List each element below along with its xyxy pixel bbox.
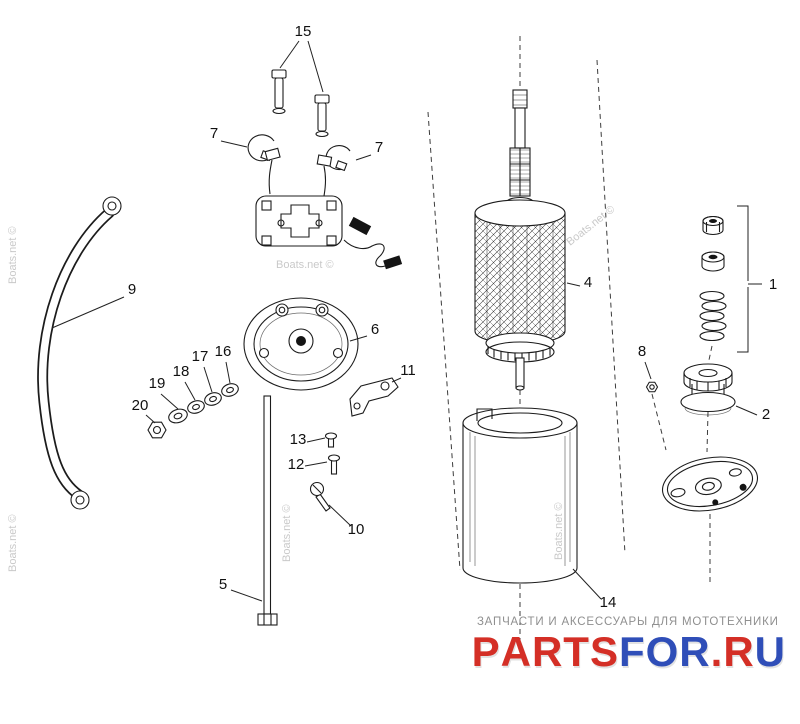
callout-20: 20: [132, 397, 149, 414]
spacer-bushing: [701, 251, 725, 272]
watermark: Boats.net ©: [7, 514, 19, 572]
end-plate: [661, 456, 759, 512]
callout-leader-line: [279, 40, 300, 69]
mount-bolts: [271, 69, 330, 138]
callout-leader-line: [328, 504, 352, 527]
drive-spring: [699, 290, 727, 342]
callout-19: 19: [149, 375, 166, 392]
drive-pinion: [680, 363, 736, 416]
assembly-axis-lines: [427, 36, 713, 650]
callout-leader-line: [203, 366, 213, 393]
callout-leader-line: [566, 282, 581, 287]
callout-8: 8: [638, 343, 646, 360]
logo-letter: F: [618, 628, 646, 675]
brush-holder-assembly: [255, 147, 343, 247]
logo-letter: R: [723, 628, 755, 675]
logo-letter: .: [710, 628, 724, 675]
callout-9: 9: [128, 281, 136, 298]
bracket: [349, 377, 399, 417]
watermark: Boats.net ©: [7, 226, 19, 284]
callout-leader-line: [304, 461, 328, 467]
logo-letter: T: [563, 628, 590, 675]
logo-letter: U: [754, 628, 786, 675]
callout-2: 2: [762, 406, 770, 423]
callout-12: 12: [288, 456, 305, 473]
end-cap: [243, 297, 359, 391]
callout-leader-line: [230, 589, 263, 602]
callout-1: 1: [769, 276, 777, 293]
callout-leader-line: [307, 40, 324, 93]
locknut: [702, 215, 724, 236]
callout-17: 17: [192, 348, 209, 365]
washer-stack: [147, 383, 239, 439]
callout-11: 11: [400, 362, 416, 379]
small-screws: [324, 432, 341, 475]
group-bracket-1: [737, 205, 762, 353]
callout-leader-line: [572, 568, 602, 600]
watermark: Boats.net ©: [553, 502, 565, 560]
watermark: Boats.net ©: [276, 259, 334, 271]
callout-leader-line: [735, 405, 758, 416]
logo-letter: R: [531, 628, 564, 675]
callout-15: 15: [295, 23, 312, 40]
callout-4: 4: [584, 274, 592, 291]
callout-leader-line: [225, 361, 231, 384]
callout-18: 18: [173, 363, 190, 380]
watermark: Boats.net ©: [564, 203, 617, 248]
logo-letter: R: [679, 628, 711, 675]
pivot-screw: [309, 481, 331, 512]
callout-16: 16: [215, 343, 232, 360]
callout-10: 10: [348, 521, 365, 538]
callout-leader-line: [349, 335, 368, 342]
callout-leader-line: [306, 437, 326, 443]
brush-spring-clips: [247, 134, 351, 172]
logo-letter: S: [589, 628, 619, 675]
logo-letter: O: [645, 628, 680, 675]
callout-leader-line: [145, 414, 156, 424]
callout-leader-line: [355, 154, 372, 161]
callout-leader-line: [644, 361, 652, 380]
logo-letter: A: [500, 628, 532, 675]
logo-letter: P: [471, 628, 501, 675]
through-bolt: [257, 395, 278, 626]
callout-7: 7: [210, 125, 218, 142]
brush-lead-wire: [343, 216, 403, 270]
logo: PARTSFOR.RU: [472, 631, 786, 673]
callout-leader-line: [160, 393, 179, 410]
motor-housing: [462, 407, 578, 584]
footer-tagline: ЗАПЧАСТИ И АКСЕССУАРЫ ДЛЯ МОТОТЕХНИКИ: [476, 616, 779, 628]
callout-leader-line: [184, 381, 196, 401]
watermark: Boats.net ©: [281, 504, 293, 562]
callout-7: 7: [375, 139, 383, 156]
footer-branding: ЗАПЧАСТИ И АКСЕССУАРЫ ДЛЯ МОТОТЕХНИКИ PA…: [472, 616, 786, 673]
callout-5: 5: [219, 576, 227, 593]
callout-leader-line: [51, 296, 125, 329]
armature: [474, 89, 566, 391]
drive-clip: [645, 381, 659, 393]
battery-cable: [37, 196, 122, 510]
callout-14: 14: [600, 594, 617, 611]
callout-leader-line: [391, 377, 402, 383]
callout-leader-line: [220, 140, 248, 148]
callout-13: 13: [290, 431, 307, 448]
callout-6: 6: [371, 321, 379, 338]
